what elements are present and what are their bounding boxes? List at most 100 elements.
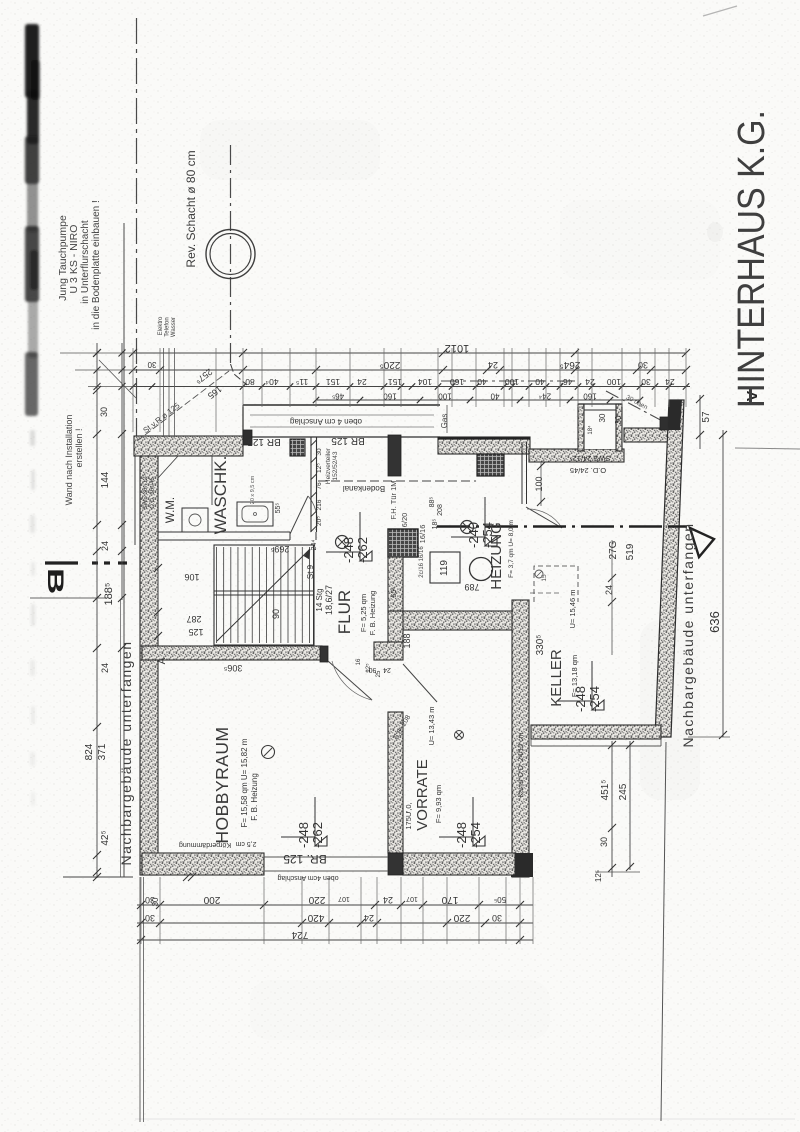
svg-text:15: 15	[541, 574, 548, 582]
svg-text:HOBBYRAUM: HOBBYRAUM	[212, 726, 232, 843]
svg-text:FLUR: FLUR	[335, 590, 354, 634]
svg-text:46⁵: 46⁵	[560, 377, 573, 387]
svg-text:88⁵: 88⁵	[429, 497, 436, 508]
svg-text:55⁵: 55⁵	[275, 503, 282, 514]
svg-text:40: 40	[477, 377, 487, 387]
svg-text:287: 287	[186, 614, 201, 624]
svg-text:451⁵: 451⁵	[600, 780, 611, 801]
svg-text:25: 25	[376, 670, 382, 677]
svg-text:-248: -248	[296, 822, 311, 848]
svg-text:HINTERHAUS K.G.: HINTERHAUS K.G.	[731, 110, 773, 408]
svg-text:160: 160	[583, 392, 597, 401]
svg-text:100: 100	[438, 392, 452, 401]
svg-text:24: 24	[383, 666, 391, 673]
svg-text:U 3 KS - NIRO: U 3 KS - NIRO	[68, 225, 80, 294]
svg-text:107: 107	[338, 895, 350, 902]
svg-text:St 9: St 9	[306, 564, 315, 579]
svg-text:220⁵: 220⁵	[380, 359, 401, 370]
svg-text:40: 40	[535, 377, 545, 387]
svg-text:220: 220	[308, 894, 325, 905]
svg-text:264⁵: 264⁵	[560, 359, 581, 370]
svg-text:20⁵: 20⁵	[316, 516, 323, 526]
svg-text:100: 100	[607, 377, 621, 387]
svg-text:160: 160	[383, 392, 397, 401]
svg-text:oben 4cm Anschlag: oben 4cm Anschlag	[277, 874, 338, 881]
svg-text:F= 5,25 qm: F= 5,25 qm	[359, 594, 368, 632]
svg-text:24: 24	[357, 377, 367, 387]
svg-text:57: 57	[701, 411, 712, 423]
svg-text:Rev. Schacht ø 80 cm: Rev. Schacht ø 80 cm	[184, 150, 198, 267]
svg-text:BR 125: BR 125	[331, 435, 365, 446]
svg-text:30: 30	[145, 913, 155, 923]
svg-text:24: 24	[665, 377, 675, 387]
svg-text:Telefon: Telefon	[165, 317, 171, 336]
svg-text:208: 208	[437, 504, 444, 516]
svg-text:Wand nach Installation: Wand nach Installation	[64, 415, 74, 506]
svg-text:Nachbargebäude unterfangen: Nachbargebäude unterfangen	[118, 640, 134, 865]
svg-text:220: 220	[453, 912, 470, 923]
svg-text:A: A	[157, 657, 168, 664]
svg-text:Kanal O.D. 24/15 cm: Kanal O.D. 24/15 cm	[518, 732, 525, 797]
svg-text:W.M.: W.M.	[165, 497, 177, 523]
svg-text:24⁴: 24⁴	[311, 540, 318, 551]
svg-text:BR. 125: BR. 125	[283, 852, 327, 866]
svg-text:76: 76	[316, 482, 323, 490]
svg-text:oben 4 cm Anschlag: oben 4 cm Anschlag	[290, 417, 362, 426]
svg-text:30: 30	[99, 407, 109, 417]
svg-text:306⁵: 306⁵	[223, 663, 242, 673]
svg-text:-248: -248	[341, 537, 356, 563]
svg-text:106: 106	[184, 572, 199, 582]
svg-text:216: 216	[316, 499, 323, 510]
svg-text:27G: 27G	[608, 540, 619, 559]
svg-text:-248: -248	[573, 686, 588, 712]
svg-text:KELLER: KELLER	[548, 649, 565, 707]
svg-text:30: 30	[151, 897, 160, 906]
svg-text:SWS 36⁵/12⁵: SWS 36⁵/12⁵	[142, 474, 149, 510]
svg-text:50⁵: 50⁵	[494, 895, 506, 904]
svg-text:F. B. Heizung: F. B. Heizung	[250, 773, 259, 821]
svg-text:30: 30	[145, 895, 155, 905]
svg-text:40: 40	[490, 392, 499, 401]
svg-text:2,5 cm: 2,5 cm	[235, 840, 256, 847]
svg-text:824: 824	[84, 743, 95, 760]
svg-text:24: 24	[364, 913, 374, 923]
svg-text:BR 125: BR 125	[247, 436, 281, 447]
svg-text:Gas: Gas	[440, 414, 449, 429]
svg-text:30: 30	[638, 360, 648, 370]
svg-text:104: 104	[418, 377, 432, 387]
svg-text:F= 3,7 qm U= 8,0 m: F= 3,7 qm U= 8,0 m	[508, 520, 515, 578]
svg-text:151: 151	[326, 377, 340, 387]
svg-text:24: 24	[100, 663, 110, 673]
svg-text:18⁵: 18⁵	[432, 519, 439, 530]
svg-text:12⁵: 12⁵	[316, 463, 323, 473]
svg-text:16: 16	[356, 658, 362, 665]
svg-text:80: 80	[245, 377, 255, 387]
svg-text:WASCHK.: WASCHK.	[211, 456, 230, 535]
svg-text:24: 24	[585, 377, 595, 387]
svg-text:46⁵: 46⁵	[332, 392, 344, 401]
svg-text:160: 160	[450, 377, 464, 387]
svg-text:SWS 24/12⁵: SWS 24/12⁵	[569, 454, 610, 463]
svg-text:6/20: 6/20	[400, 513, 409, 528]
svg-text:30: 30	[147, 360, 156, 369]
svg-text:1012: 1012	[445, 342, 469, 354]
svg-text:90⁵: 90⁵	[366, 666, 377, 673]
svg-text:B: B	[43, 568, 67, 594]
svg-text:100: 100	[534, 476, 544, 491]
svg-text:724: 724	[291, 929, 308, 940]
svg-text:636: 636	[707, 611, 722, 633]
svg-text:30: 30	[599, 837, 609, 847]
svg-text:O.D. 36⁵/45: O.D. 36⁵/45	[149, 477, 156, 509]
svg-text:in Unterflurschacht: in Unterflurschacht	[80, 220, 91, 304]
svg-text:F= 15,58 qm U= 15,82 m: F= 15,58 qm U= 15,82 m	[240, 738, 249, 827]
svg-text:Wasser: Wasser	[171, 317, 177, 337]
svg-text:107: 107	[406, 895, 418, 902]
svg-text:420: 420	[307, 912, 324, 923]
svg-text:in die Bodenplatte einbauen !: in die Bodenplatte einbauen !	[91, 200, 102, 330]
svg-text:VORRATE: VORRATE	[414, 759, 431, 830]
svg-text:Jung Tauchpumpe: Jung Tauchpumpe	[57, 215, 69, 301]
svg-text:-254: -254	[468, 822, 483, 848]
svg-text:24: 24	[100, 541, 110, 551]
svg-text:-248: -248	[454, 822, 469, 848]
svg-text:125: 125	[188, 627, 203, 637]
